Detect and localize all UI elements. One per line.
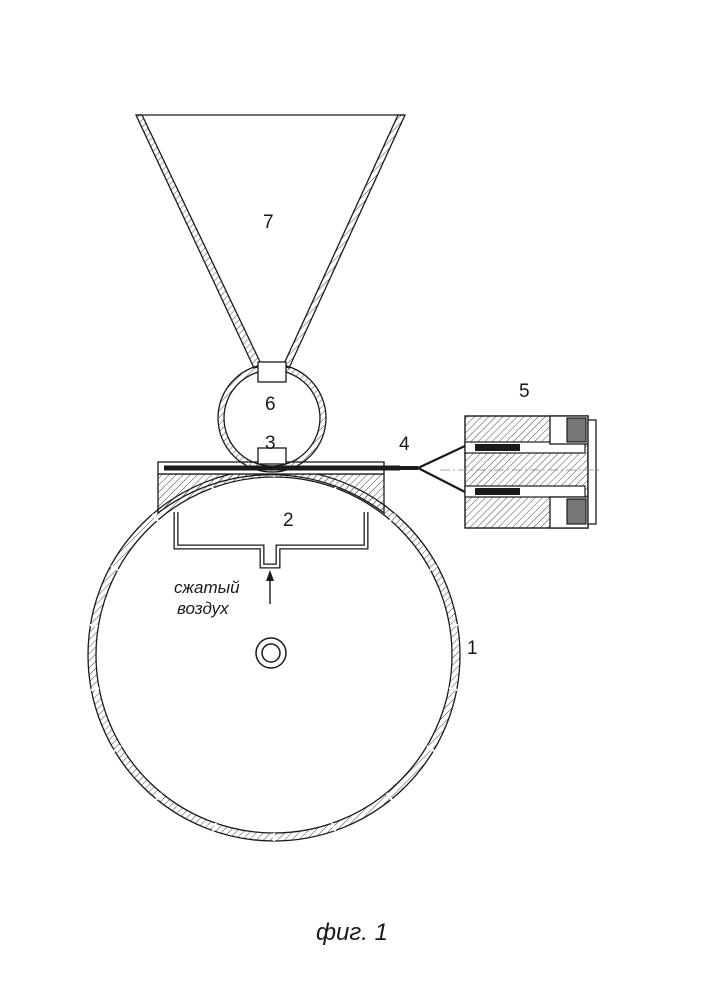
holder [440,416,600,528]
label-gap: 3 [265,433,276,454]
air-text-line2: воздух [177,599,229,618]
label-hopper: 7 [263,212,274,233]
label-belt: 4 [399,434,410,455]
label-bulb: 6 [265,394,276,415]
label-air-chamber: 2 [283,510,294,531]
hopper [136,115,405,368]
label-drum: 1 [467,638,478,659]
drum [88,469,460,841]
air-text-line1: сжатый [174,578,240,597]
label-holder: 5 [519,381,530,402]
bulb [218,362,326,472]
figure-caption: фиг. 1 [316,919,388,946]
